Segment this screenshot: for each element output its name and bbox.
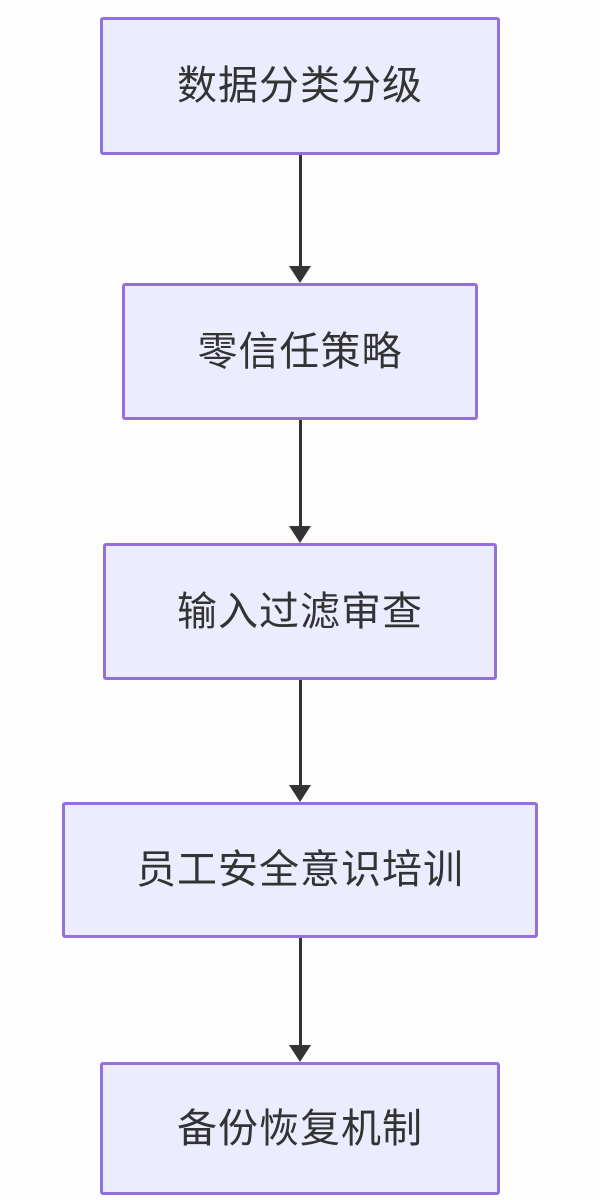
edge-arrow-4 [289,938,311,1062]
flow-node-backup-recovery: 备份恢复机制 [100,1062,500,1195]
edge-line [298,680,302,788]
node-label: 员工安全意识培训 [136,848,464,892]
flow-node-zero-trust: 零信任策略 [122,283,478,420]
edge-line [298,420,302,529]
arrowhead-down-icon [289,526,311,543]
flow-node-security-training: 员工安全意识培训 [62,802,538,938]
arrowhead-down-icon [289,785,311,802]
flow-node-data-classification: 数据分类分级 [100,17,500,155]
edge-arrow-1 [289,155,311,283]
edge-line [298,155,302,269]
edge-arrow-2 [289,420,311,543]
edge-line [298,938,302,1048]
arrowhead-down-icon [289,1045,311,1062]
arrowhead-down-icon [289,266,311,283]
flow-node-input-filtering: 输入过滤审查 [103,543,497,680]
node-label: 零信任策略 [197,329,403,374]
edge-arrow-3 [289,680,311,802]
node-label: 数据分类分级 [177,64,423,108]
node-label: 输入过滤审查 [177,589,423,634]
node-label: 备份恢复机制 [177,1106,423,1151]
